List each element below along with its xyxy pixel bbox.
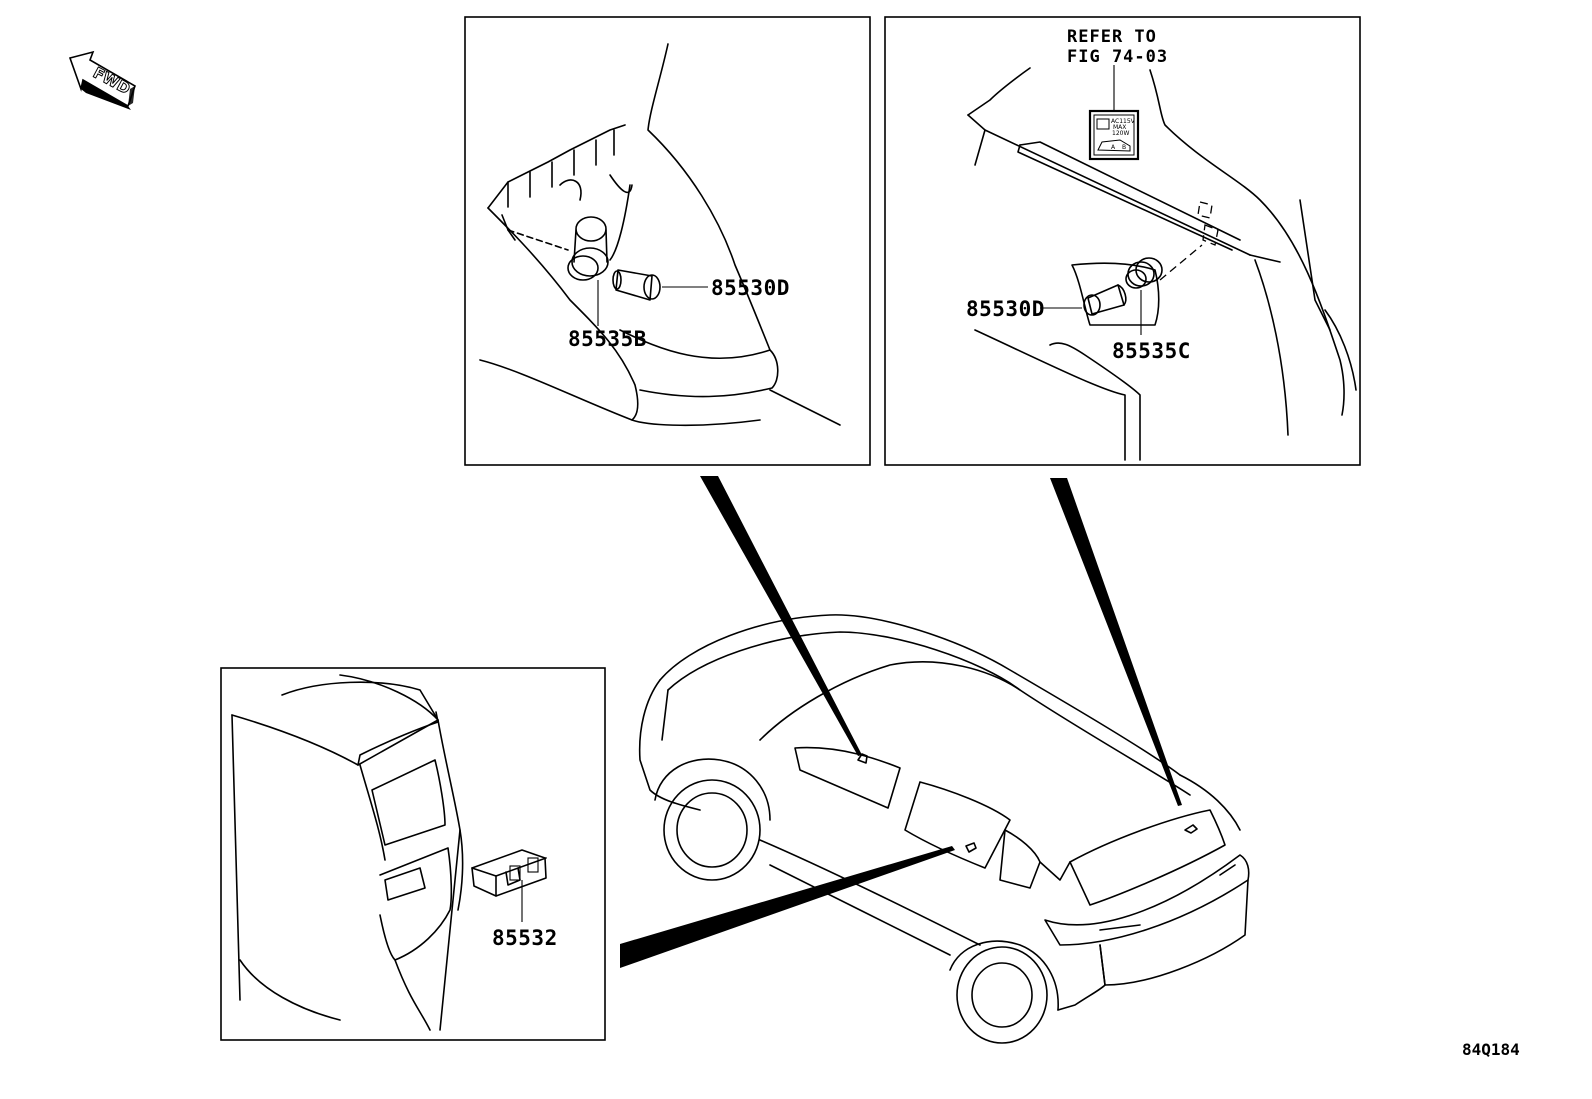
part-label-85535b: 85535B [568, 327, 647, 351]
svg-text:AC115V: AC115V [1111, 118, 1136, 125]
svg-text:B: B [1122, 144, 1126, 151]
fwd-arrow-icon: FWD [68, 50, 136, 110]
inset-rear-quarter: AC115V MAX 120W A B REFER TO FIG 74-03 8… [884, 16, 1361, 466]
callout-wedge-bottom [620, 846, 955, 968]
callout-wedge-left [700, 476, 862, 756]
refer-note-line2: FIG 74-03 [1067, 47, 1168, 67]
inset-console-rear: 85530D 85535B [464, 16, 871, 466]
power-outlet-label-icon: AC115V MAX 120W A B [1088, 109, 1140, 161]
part-label-85530d-right: 85530D [966, 297, 1045, 321]
refer-note-line1: REFER TO [1067, 27, 1157, 47]
part-label-85535c: 85535C [1112, 339, 1191, 363]
svg-text:120W: 120W [1112, 130, 1129, 137]
part-label-85532: 85532 [492, 926, 558, 950]
part-label-85530d-left: 85530D [711, 276, 790, 300]
figure-code: 84Q184 [1462, 1040, 1520, 1059]
svg-text:MAX: MAX [1113, 124, 1126, 131]
svg-text:A: A [1111, 144, 1116, 151]
callout-wedge-right [1050, 478, 1182, 806]
vehicle-illustration [638, 614, 1250, 1044]
inset-rear-console-switch: 85532 [220, 667, 606, 1041]
